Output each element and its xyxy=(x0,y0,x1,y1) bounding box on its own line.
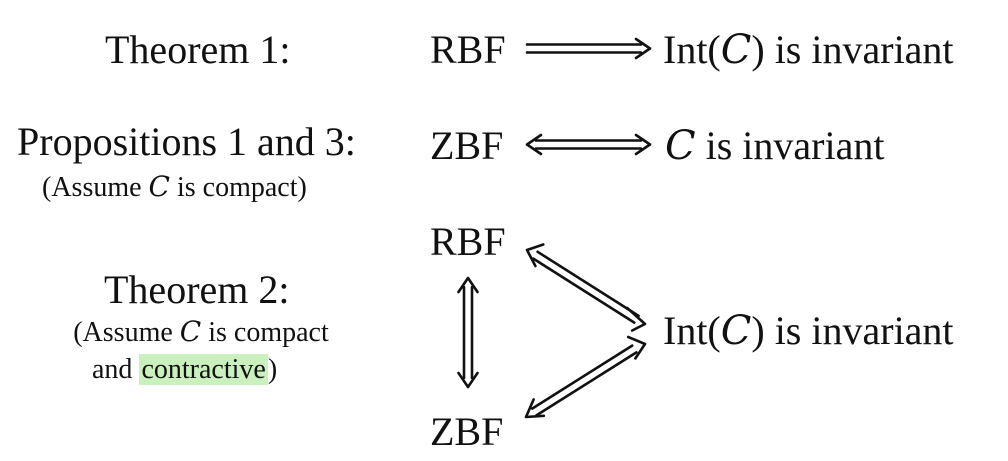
theorem2-label: Theorem 2: xyxy=(104,267,290,312)
theorem2-note-line2: and contractive) xyxy=(92,354,278,385)
theorem1-rbf: RBF xyxy=(430,27,506,72)
diagonal-iff-arrow-top xyxy=(525,243,647,332)
propositions-conclusion: C is invariant xyxy=(665,123,885,169)
implies-arrow xyxy=(525,37,652,60)
theorem1-label: Theorem 1: xyxy=(105,27,291,72)
propositions-note: (Assume C is compact) xyxy=(42,170,307,203)
theorem1-conclusion: Int(C) is invariant xyxy=(663,27,954,73)
calligraphic-c-symbol: C xyxy=(179,315,202,348)
theorem2-note-line1: (Assume C is compact xyxy=(73,315,329,348)
calligraphic-c-symbol: C xyxy=(720,308,752,354)
theorem2-rbf: RBF xyxy=(430,219,506,264)
theorem2-zbf: ZBF xyxy=(430,409,504,454)
vertical-iff-arrow xyxy=(457,276,479,389)
diagonal-iff-arrow-bottom xyxy=(524,335,647,419)
calligraphic-c-symbol: C xyxy=(665,123,696,169)
contractive-highlight: contractive xyxy=(139,354,268,385)
theorem2-conclusion: Int(C) is invariant xyxy=(663,308,954,354)
calligraphic-c-symbol: C xyxy=(720,27,752,73)
calligraphic-c-symbol: C xyxy=(148,170,170,203)
propositions-label: Propositions 1 and 3: xyxy=(17,119,356,164)
propositions-zbf: ZBF xyxy=(430,123,504,168)
iff-arrow xyxy=(525,133,652,156)
